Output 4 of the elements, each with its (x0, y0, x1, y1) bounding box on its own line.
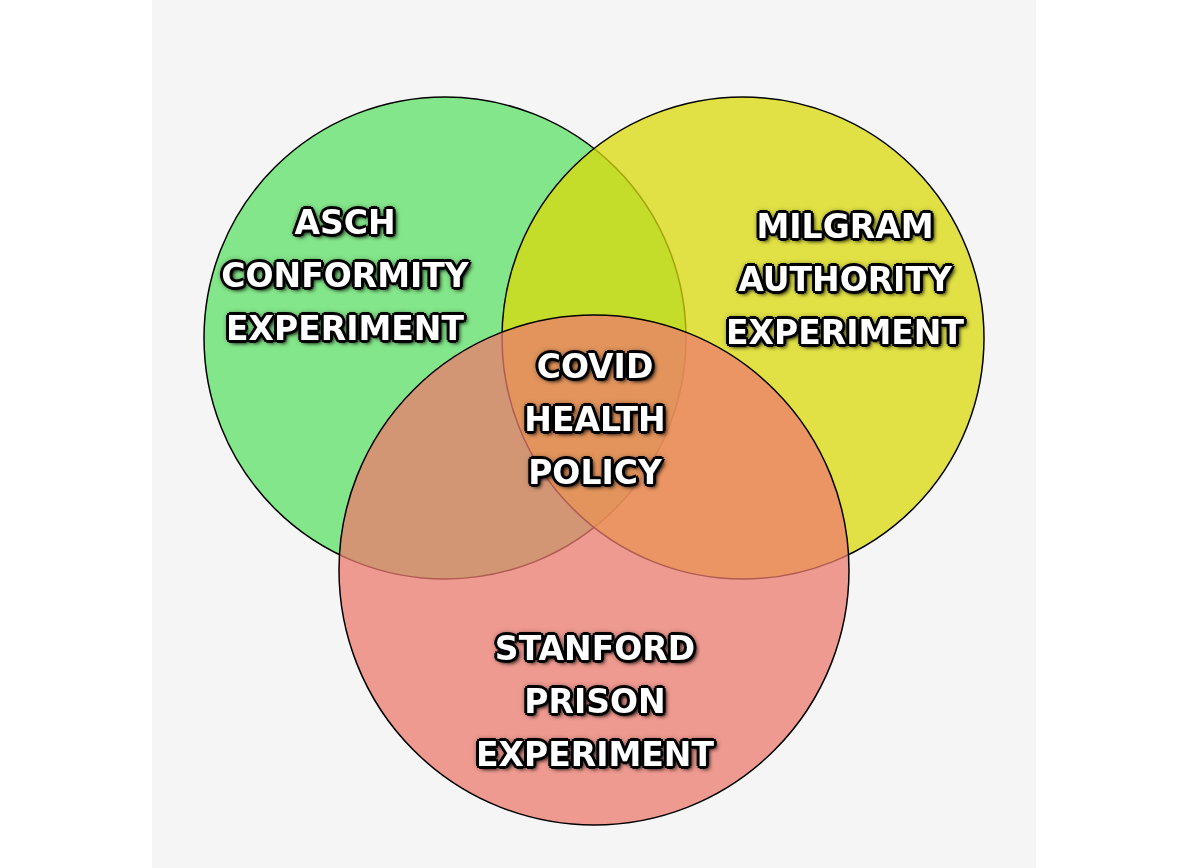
overlap-label: COVID HEALTH POLICY (523, 346, 667, 494)
circle-label: MILGRAM AUTHORITY EXPERIMENT (725, 206, 965, 354)
circle-label: STANFORD PRISON EXPERIMENT (475, 628, 715, 776)
circle-label: ASCH CONFORMITY EXPERIMENT (220, 202, 470, 350)
